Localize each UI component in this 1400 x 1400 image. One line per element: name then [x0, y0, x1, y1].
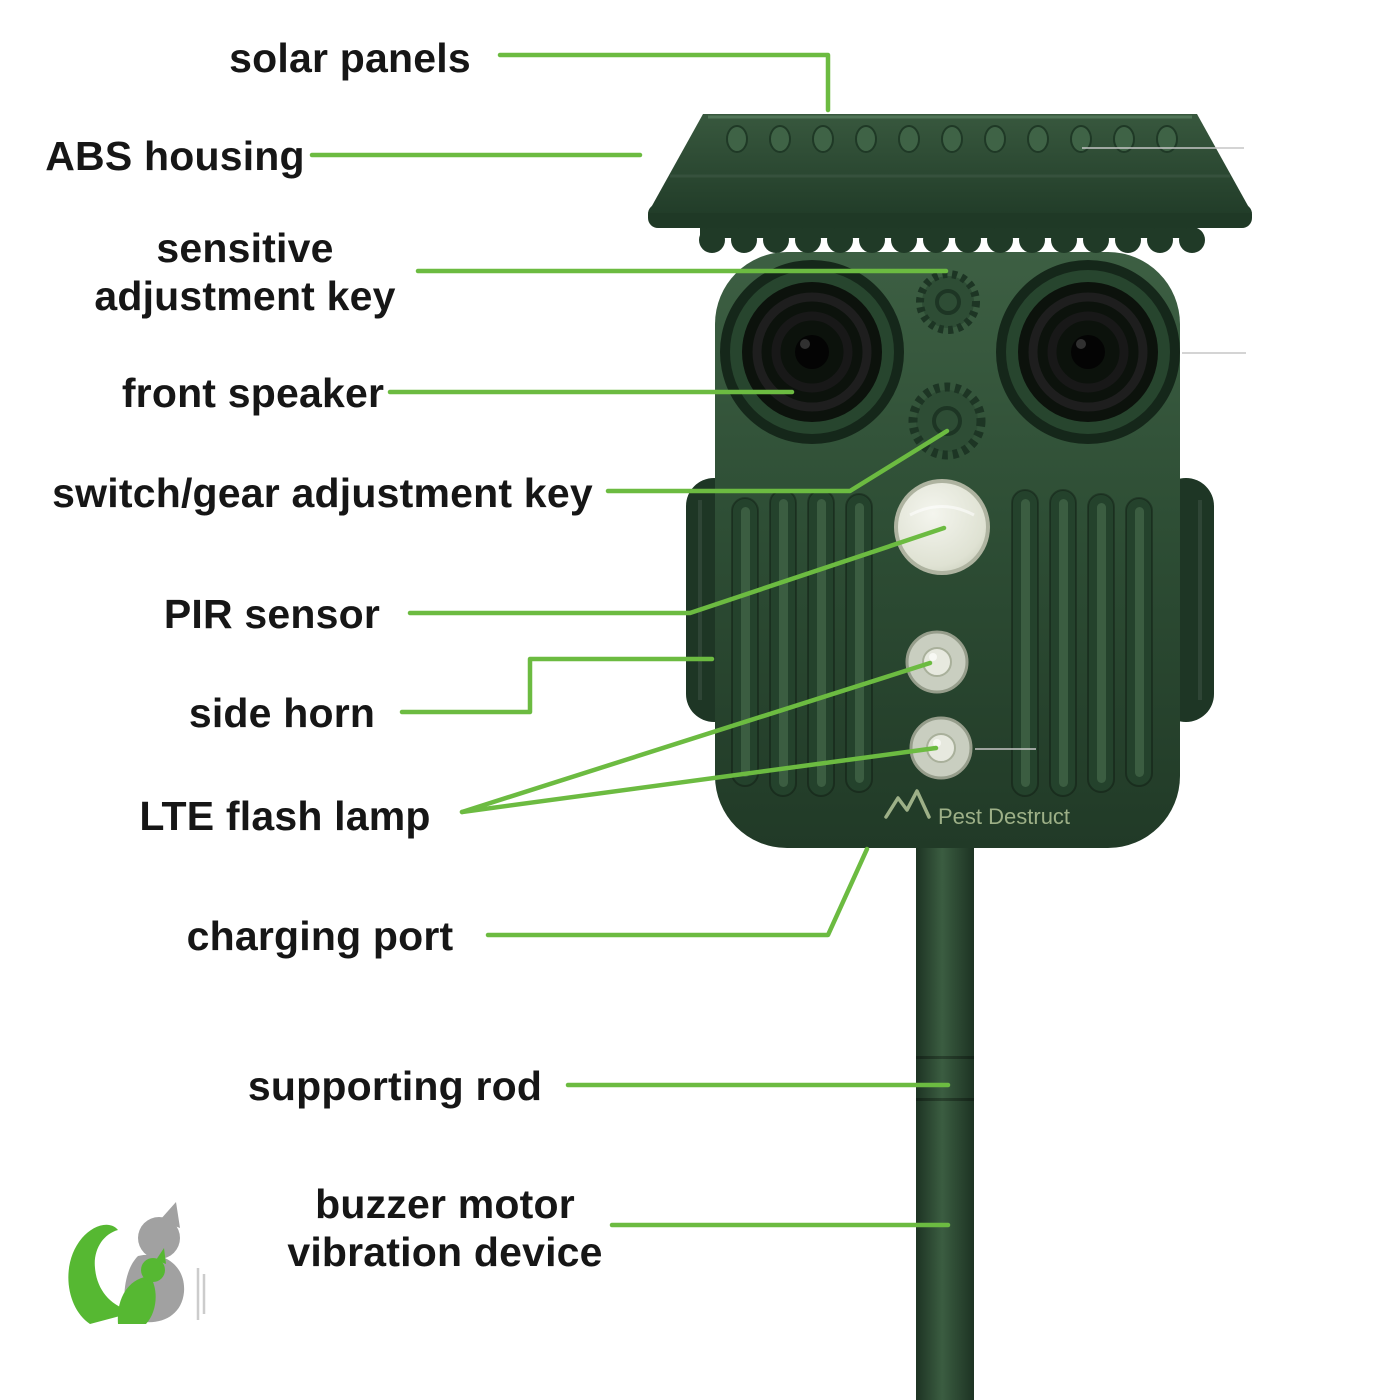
body-ribs: [731, 489, 1153, 797]
leader-lte-flash-lamp-bottom: [459, 745, 939, 815]
leader-lines: [309, 52, 951, 1228]
leader-switch-gear-adjustment-key: [605, 428, 950, 494]
leader-side-horn: [399, 656, 715, 715]
brand-logo-on-device: Pest Destruct: [884, 789, 1070, 829]
squirrel-logo: [60, 1198, 210, 1328]
label-side-horn: side horn: [188, 690, 376, 736]
label-sensitive-adjustment-key: sensitive adjustment key: [94, 225, 396, 319]
squirrel-green-shape: [68, 1224, 166, 1324]
front-speaker-left-graphic: [720, 260, 904, 444]
leader-lte-flash-lamp-top: [459, 660, 933, 815]
solar-panel-bumps: [726, 125, 1178, 153]
logo-stripes: [196, 1268, 206, 1320]
faint-guide-lines: [975, 147, 1246, 750]
switch-gear-adjustment-knob: [908, 382, 986, 460]
supporting-rod-graphic: [916, 828, 974, 1400]
label-buzzer-motor-vibration-device: buzzer motor vibration device: [287, 1181, 603, 1275]
label-abs-housing: ABS housing: [45, 133, 305, 179]
sensitive-adjustment-knob: [916, 270, 980, 334]
brand-mountain-icon: [884, 789, 931, 819]
lte-flash-lamp-top: [905, 630, 969, 694]
label-supporting-rod: supporting rod: [247, 1063, 543, 1109]
solar-panel-graphic: [648, 114, 1252, 228]
leader-solar-panels: [497, 52, 831, 113]
front-speaker-right-graphic: [996, 260, 1180, 444]
label-lte-flash-lamp: LTE flash lamp: [139, 793, 431, 839]
leader-pir-sensor: [407, 525, 947, 616]
label-solar-panels: solar panels: [229, 35, 471, 81]
leader-charging-port: [485, 846, 870, 938]
label-charging-port: charging port: [186, 913, 454, 959]
label-switch-gear-adjustment-key: switch/gear adjustment key: [52, 470, 593, 516]
label-front-speaker: front speaker: [121, 370, 385, 416]
label-pir-sensor: PIR sensor: [163, 591, 381, 637]
brand-text: Pest Destruct: [938, 804, 1070, 829]
